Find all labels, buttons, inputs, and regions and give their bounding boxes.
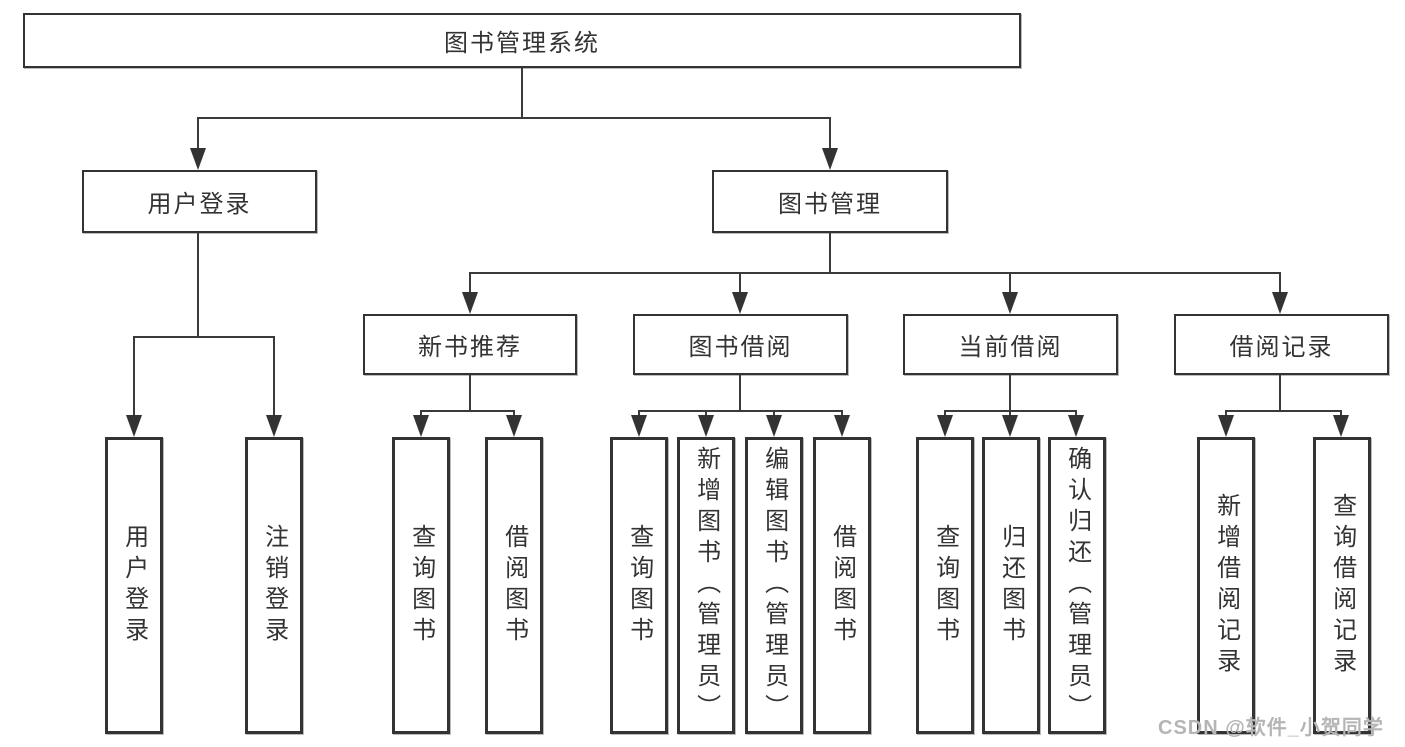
- arrowhead-down-icon: [462, 292, 478, 314]
- leaf-borrow-books-recommend: 借阅图书: [485, 437, 543, 734]
- arrowhead-down-icon: [126, 415, 142, 437]
- leaf-edit-books-admin-label: 编辑图书（管理员）: [760, 446, 788, 725]
- node-library-system: 图书管理系统: [23, 13, 1021, 68]
- connector-line: [638, 410, 843, 412]
- leaf-logout-label: 注销登录: [260, 523, 288, 648]
- connector-line: [1279, 272, 1281, 294]
- leaf-logout: 注销登录: [245, 437, 303, 734]
- arrowhead-down-icon: [822, 148, 838, 170]
- connector-line: [739, 375, 741, 411]
- arrowhead-down-icon: [1068, 415, 1084, 437]
- arrowhead-down-icon: [937, 415, 953, 437]
- arrowhead-down-icon: [190, 148, 206, 170]
- arrowhead-down-icon: [698, 415, 714, 437]
- leaf-add-borrow-record-label: 新增借阅记录: [1212, 492, 1240, 679]
- node-current-borrow-label: 当前借阅: [958, 334, 1063, 361]
- connector-line: [197, 117, 831, 119]
- connector-line: [469, 375, 471, 411]
- connector-line: [133, 336, 274, 338]
- leaf-user-login-label: 用户登录: [120, 523, 148, 648]
- connector-line: [1075, 410, 1077, 418]
- arrowhead-down-icon: [1333, 415, 1349, 437]
- leaf-add-borrow-record: 新增借阅记录: [1197, 437, 1255, 734]
- arrowhead-down-icon: [1002, 415, 1018, 437]
- arrowhead-down-icon: [766, 415, 782, 437]
- connector-line: [197, 117, 199, 150]
- leaf-query-borrow-record: 查询借阅记录: [1313, 437, 1371, 734]
- connector-line: [420, 410, 515, 412]
- node-library-system-label: 图书管理系统: [444, 30, 600, 57]
- connector-line: [469, 272, 1281, 274]
- leaf-query-books-recommend-label: 查询图书: [407, 523, 435, 648]
- connector-line: [1009, 272, 1011, 294]
- arrowhead-down-icon: [732, 292, 748, 314]
- arrowhead-down-icon: [413, 415, 429, 437]
- node-book-borrow-label: 图书借阅: [688, 334, 793, 361]
- node-new-book-recommend-label: 新书推荐: [418, 334, 522, 361]
- arrowhead-down-icon: [1272, 292, 1288, 314]
- connector-line: [469, 272, 471, 294]
- connector-line: [1279, 375, 1281, 411]
- leaf-query-borrow-record-label: 查询借阅记录: [1328, 492, 1356, 679]
- leaf-return-books: 归还图书: [982, 437, 1040, 734]
- arrowhead-down-icon: [1218, 415, 1234, 437]
- connector-line: [420, 410, 422, 418]
- connector-line: [513, 410, 515, 418]
- leaf-query-books-current-label: 查询图书: [931, 523, 959, 648]
- connector-line: [638, 410, 640, 418]
- arrowhead-down-icon: [266, 415, 282, 437]
- connector-line: [1225, 410, 1342, 412]
- connector-line: [197, 232, 199, 337]
- arrowhead-down-icon: [1002, 292, 1018, 314]
- leaf-return-books-label: 归还图书: [997, 523, 1025, 648]
- connector-line: [841, 410, 843, 418]
- connector-line: [521, 68, 523, 118]
- leaf-add-books-admin-label: 新增图书（管理员）: [692, 446, 720, 725]
- arrowhead-down-icon: [631, 415, 647, 437]
- leaf-edit-books-admin: 编辑图书（管理员）: [745, 437, 803, 734]
- arrowhead-down-icon: [506, 415, 522, 437]
- csdn-watermark: CSDN @软件_小贺同学: [1158, 717, 1384, 739]
- leaf-query-books-borrow-label: 查询图书: [625, 523, 653, 648]
- leaf-borrow-books-recommend-label: 借阅图书: [500, 523, 528, 648]
- connector-line: [133, 336, 135, 417]
- leaf-borrow-books: 借阅图书: [813, 437, 871, 734]
- connector-line: [944, 410, 946, 418]
- connector-line: [739, 272, 741, 294]
- connector-line: [1225, 410, 1227, 418]
- leaf-borrow-books-label: 借阅图书: [828, 523, 856, 648]
- leaf-query-books-current: 查询图书: [916, 437, 974, 734]
- leaf-query-books-borrow: 查询图书: [610, 437, 668, 734]
- node-book-borrow: 图书借阅: [633, 314, 848, 375]
- leaf-user-login: 用户登录: [105, 437, 163, 734]
- node-book-management-label: 图书管理: [778, 191, 882, 218]
- connector-line: [273, 336, 275, 417]
- node-user-login-label: 用户登录: [147, 191, 252, 218]
- node-book-management: 图书管理: [712, 170, 948, 233]
- arrowhead-down-icon: [834, 415, 850, 437]
- connector-line: [1009, 375, 1011, 411]
- connector-line: [773, 410, 775, 418]
- leaf-confirm-return-admin: 确认归还（管理员）: [1048, 437, 1106, 734]
- node-borrow-records: 借阅记录: [1174, 314, 1389, 375]
- connector-line: [829, 232, 831, 273]
- node-current-borrow: 当前借阅: [903, 314, 1118, 375]
- connector-line: [1009, 410, 1011, 418]
- node-user-login: 用户登录: [82, 170, 317, 233]
- connector-line: [705, 410, 707, 418]
- connector-line: [829, 117, 831, 150]
- leaf-confirm-return-admin-label: 确认归还（管理员）: [1063, 446, 1091, 725]
- node-borrow-records-label: 借阅记录: [1229, 334, 1334, 361]
- leaf-query-books-recommend: 查询图书: [392, 437, 450, 734]
- connector-line: [1340, 410, 1342, 418]
- leaf-add-books-admin: 新增图书（管理员）: [677, 437, 735, 734]
- node-new-book-recommend: 新书推荐: [363, 314, 577, 375]
